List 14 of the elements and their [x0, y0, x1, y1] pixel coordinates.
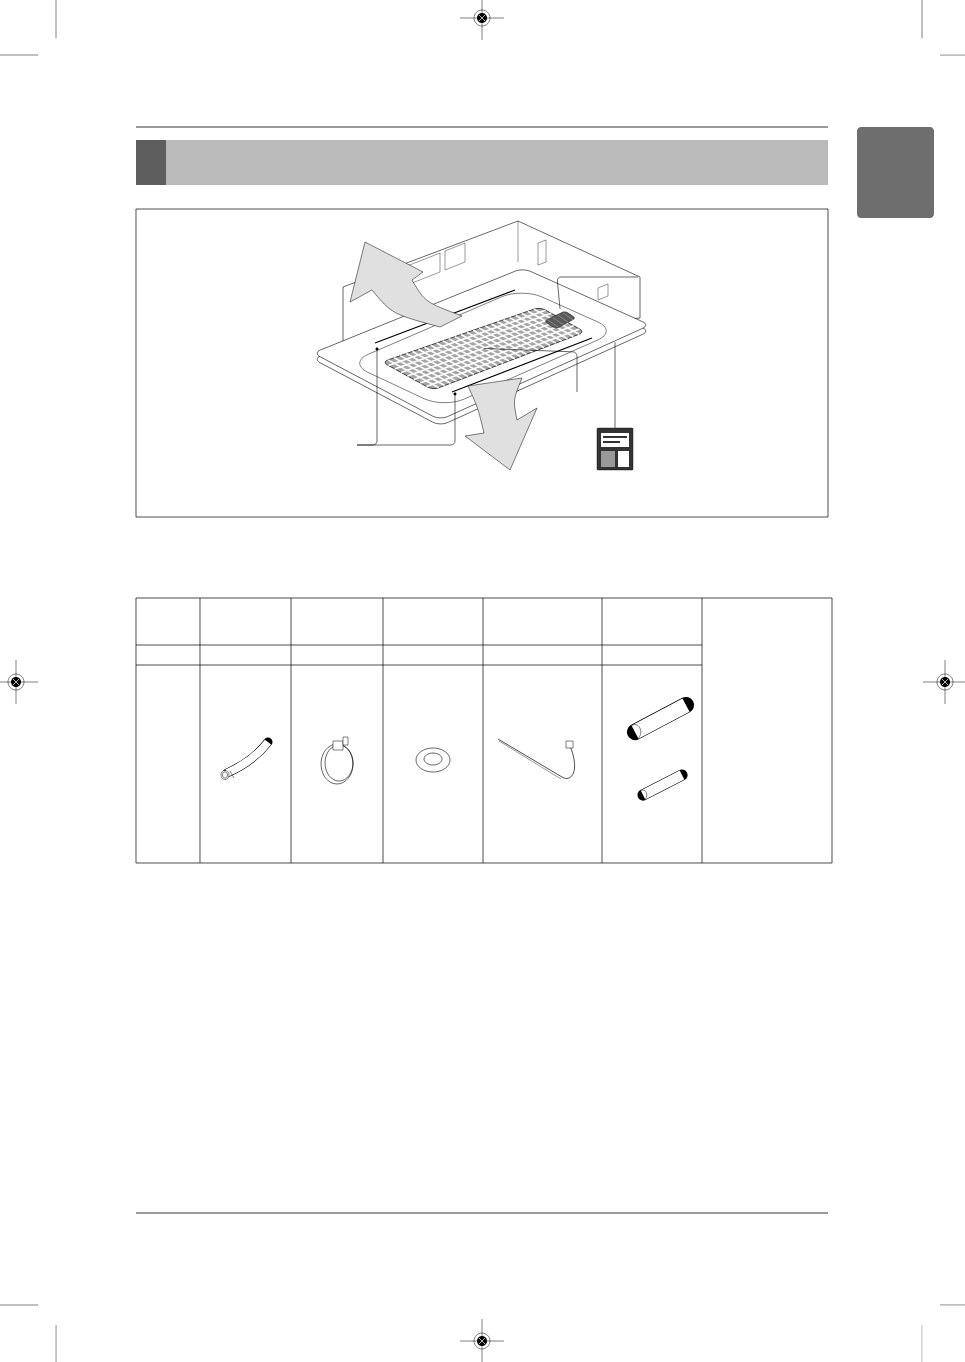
vane-point	[375, 347, 379, 351]
clamp-drawing	[320, 736, 354, 785]
cable	[614, 341, 616, 429]
cable-tie-drawing	[497, 738, 575, 780]
vane-point	[453, 392, 457, 396]
insulation-tube-drawing	[626, 696, 695, 741]
remote-controller-drawing	[596, 427, 634, 471]
side-tab	[857, 127, 934, 218]
washer-drawing	[415, 747, 451, 773]
drain-hose-drawing	[220, 737, 273, 780]
insulation-tube-drawing	[637, 769, 688, 801]
leader-line	[557, 276, 639, 310]
leader-line	[356, 395, 456, 446]
leader-line	[483, 348, 578, 393]
